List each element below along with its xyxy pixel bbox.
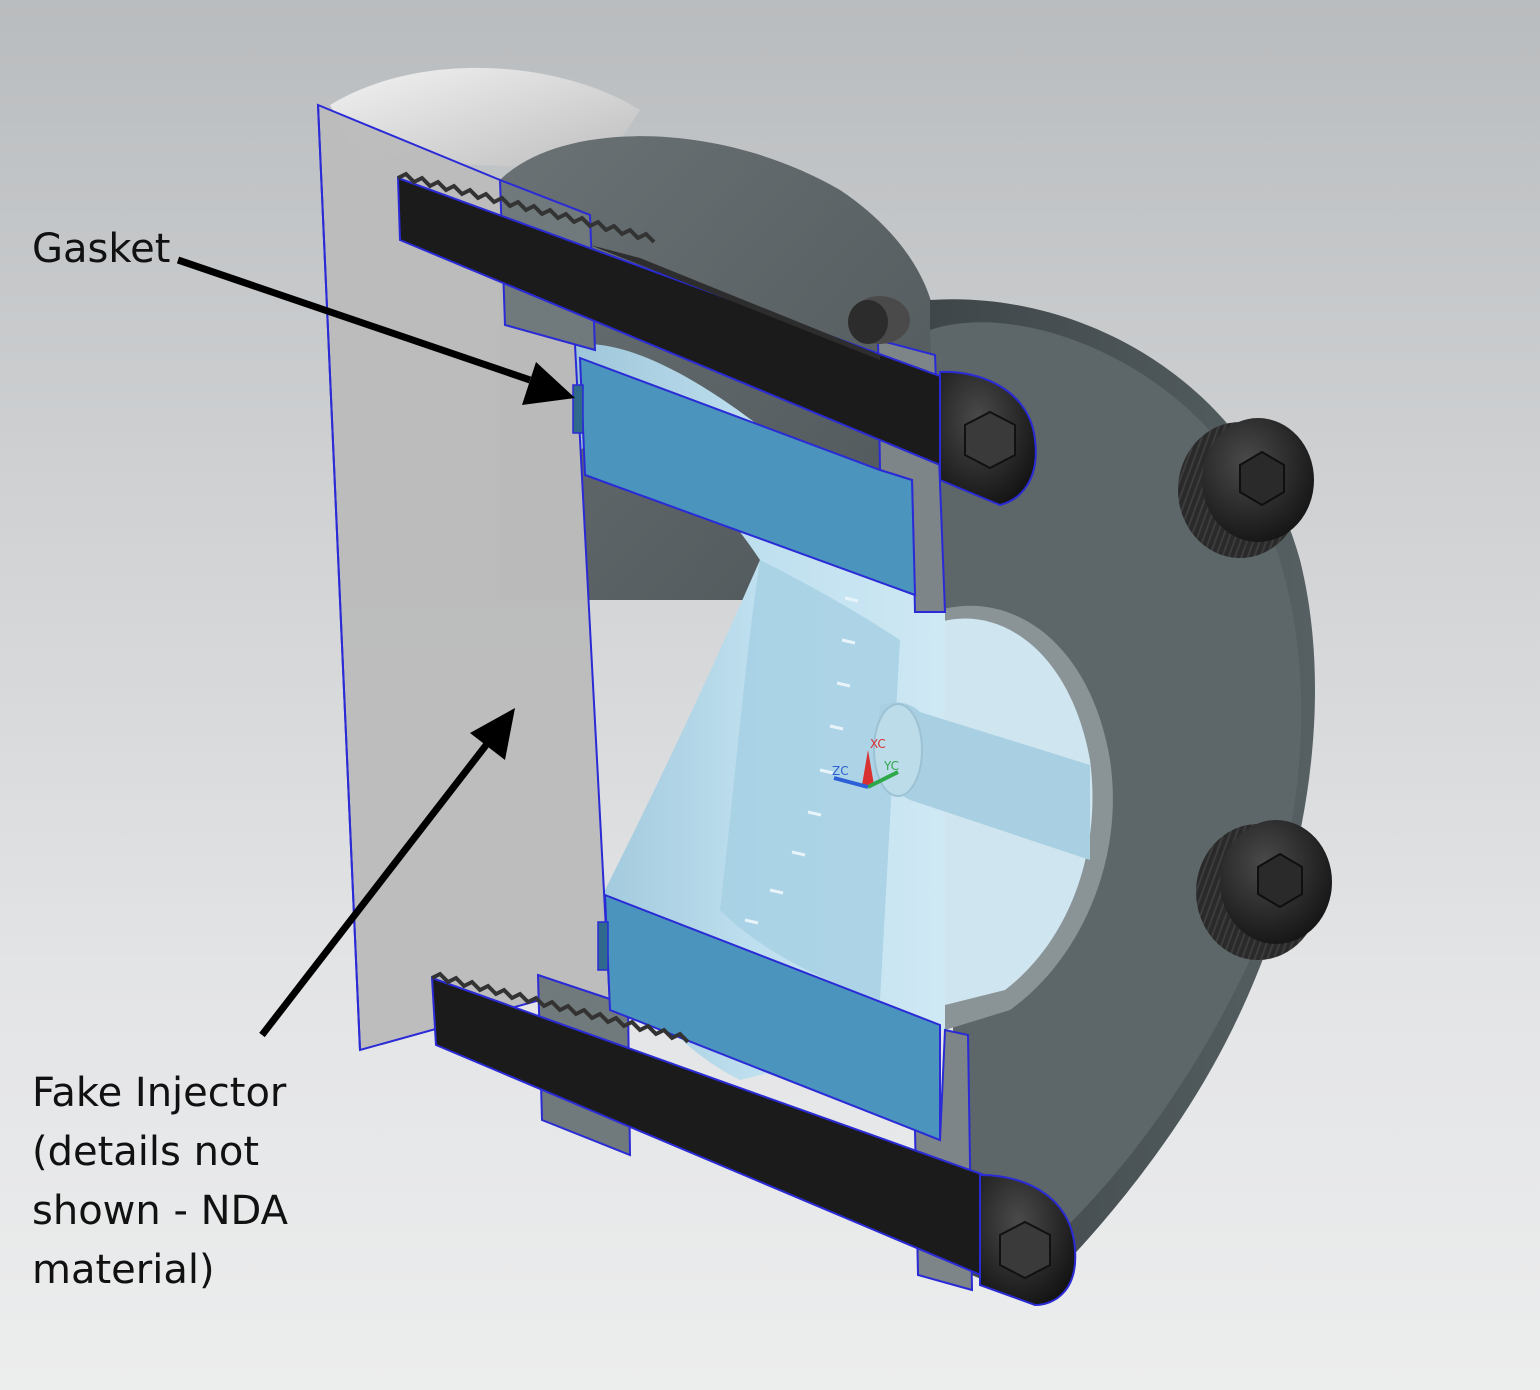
fake-injector-label: Fake Injector (details not shown - NDA m… — [32, 1070, 288, 1293]
bolt-stud-back — [848, 296, 910, 344]
gasket-top-edge — [572, 384, 584, 434]
bolt-top — [396, 171, 1037, 507]
front-flange-face — [930, 322, 1302, 1260]
bore-ring-ticks — [744, 596, 859, 925]
bolt-bottom — [430, 971, 1077, 1307]
bore-ring-band — [720, 560, 900, 1000]
cap-screw-lower — [1196, 820, 1332, 960]
gasket-bottom-edge — [597, 921, 609, 971]
gasket-arrow — [176, 256, 575, 405]
coordinate-triad: XC YC ZC — [832, 737, 899, 789]
yc-label: YC — [883, 759, 899, 773]
gasket-bottom — [603, 893, 941, 1142]
cap-screw-upper — [1178, 418, 1314, 558]
xc-axis-arrow — [862, 750, 874, 785]
front-flange-rim — [930, 299, 1315, 1300]
yc-axis-line — [867, 770, 899, 789]
shaft-stub — [876, 702, 1090, 860]
zc-axis-line — [833, 776, 869, 789]
gasket-top — [578, 356, 917, 597]
fake-injector-section — [318, 105, 610, 1050]
xc-label: XC — [870, 737, 886, 751]
injector-arrow — [259, 708, 515, 1038]
shaft-end — [873, 703, 923, 797]
zc-label: ZC — [832, 764, 849, 778]
gasket-label: Gasket — [32, 226, 171, 272]
